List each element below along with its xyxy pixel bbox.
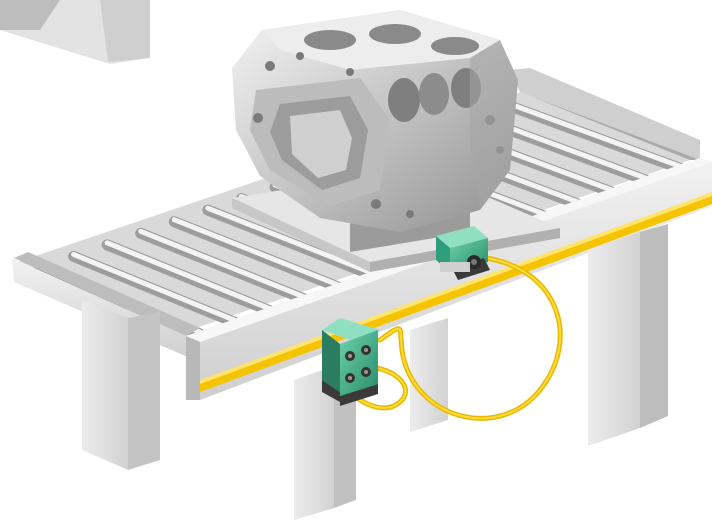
yellow-cables — [347, 255, 563, 421]
as-interface-module — [322, 318, 380, 406]
conveyor-roller-highlight — [71, 251, 238, 323]
conveyor-roller-highlight — [171, 217, 343, 289]
conveyor-roller-highlight — [104, 240, 273, 312]
conveyor-leg-front-left — [82, 300, 160, 470]
corner-object — [0, 0, 150, 64]
engine-block — [232, 10, 518, 232]
conveyor-roller-highlight — [205, 205, 378, 277]
inductive-sensor — [436, 226, 490, 280]
conveyor-leg-back-left — [410, 318, 448, 432]
conveyor-roller-highlight — [138, 228, 308, 300]
conveyor-roller-highlight — [507, 101, 693, 173]
conveyor-leg-front-right — [588, 224, 668, 446]
